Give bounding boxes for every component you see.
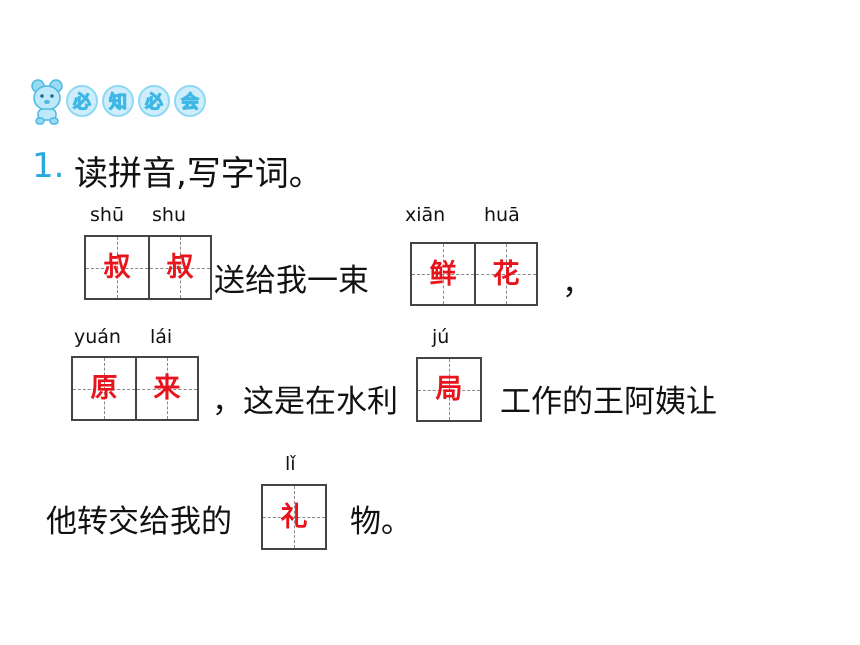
badge-char: 知 xyxy=(102,85,134,117)
badge-char: 必 xyxy=(66,85,98,117)
pinyin-label: shu xyxy=(152,204,186,226)
bear-mascot-icon xyxy=(31,79,63,125)
answer-char: 叔 xyxy=(103,252,131,283)
pinyin-label: lǐ xyxy=(285,453,296,475)
character-grid: 鲜 花 xyxy=(410,242,538,306)
sentence-text: ，这是在水利 xyxy=(212,384,398,420)
answer-char: 原 xyxy=(90,373,118,404)
badge-char: 会 xyxy=(174,85,206,117)
answer-char: 鲜 xyxy=(429,258,457,290)
question-text: 读拼音,写字词。 xyxy=(74,154,323,194)
sentence-text: 他转交给我的 xyxy=(46,504,232,540)
grid-cell: 叔 xyxy=(148,237,210,298)
grid-cell: 花 xyxy=(474,244,536,304)
sentence-text: 工作的王阿姨让 xyxy=(500,384,717,420)
pinyin-label: yuán xyxy=(74,326,121,348)
character-grid: 礼 xyxy=(261,484,327,550)
grid-cell: 礼 xyxy=(263,486,325,548)
answer-char: 叔 xyxy=(166,252,194,283)
answer-char: 来 xyxy=(153,373,181,404)
sentence-text: ， xyxy=(562,266,593,302)
answer-char: 礼 xyxy=(280,501,308,533)
grid-cell: 来 xyxy=(135,358,197,419)
pinyin-label: huā xyxy=(484,204,520,226)
answer-char: 花 xyxy=(492,258,520,290)
character-grid: 局 xyxy=(416,357,482,422)
sentence-text: 物。 xyxy=(350,504,412,540)
pinyin-label: jú xyxy=(432,326,450,348)
question-number: 1. xyxy=(32,146,65,186)
pinyin-label: xiān xyxy=(405,204,446,226)
character-grid: 叔 叔 xyxy=(84,235,212,300)
grid-cell: 鲜 xyxy=(412,244,474,304)
pinyin-label: lái xyxy=(150,326,173,348)
grid-cell: 局 xyxy=(418,359,480,420)
answer-char: 局 xyxy=(435,374,463,405)
pinyin-label: shū xyxy=(90,204,124,226)
grid-cell: 原 xyxy=(73,358,135,419)
badge-char: 必 xyxy=(138,85,170,117)
grid-cell: 叔 xyxy=(86,237,148,298)
character-grid: 原 来 xyxy=(71,356,199,421)
sentence-text: 送给我一束 xyxy=(214,263,369,299)
